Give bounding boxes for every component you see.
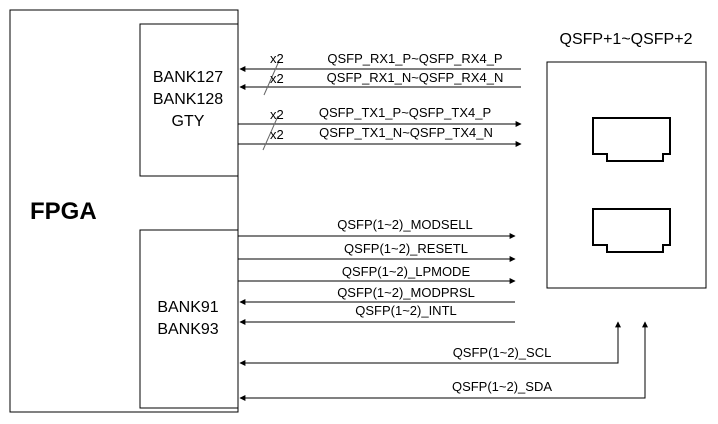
io-bank-label-2: BANK93	[157, 321, 218, 338]
signal-label-sda: QSFP(1~2)_SDA	[452, 379, 552, 394]
fpga-label: FPGA	[30, 198, 97, 225]
io-bank-block	[139, 229, 239, 409]
bus-width-label: x2	[270, 107, 284, 122]
bus-width-label: x2	[270, 51, 284, 66]
qsfp-title: QSFP+1~QSFP+2	[560, 31, 693, 48]
signal-line-scl	[239, 321, 621, 366]
signal-line-sda	[239, 321, 648, 401]
gty-bank-label-2: BANK128	[153, 91, 223, 108]
gty-bank-block	[139, 23, 239, 177]
signal-label-rx-n: QSFP_RX1_N~QSFP_RX4_N	[327, 70, 504, 85]
signal-label-tx-p: QSFP_TX1_P~QSFP_TX4_P	[319, 105, 491, 120]
qsfp-cage-icon	[592, 208, 671, 253]
io-bank-label-1: BANK91	[157, 299, 218, 316]
signal-label-intl: QSFP(1~2)_INTL	[355, 303, 457, 318]
bus-slash	[262, 115, 279, 151]
signal-label-tx-n: QSFP_TX1_N~QSFP_TX4_N	[319, 125, 493, 140]
gty-bank-label-1: BANK127	[153, 69, 223, 86]
signal-label-rx-p: QSFP_RX1_P~QSFP_RX4_P	[327, 51, 502, 66]
fpga-block	[9, 9, 239, 413]
signal-label-modsell: QSFP(1~2)_MODSELL	[337, 217, 472, 232]
signal-label-modprsl: QSFP(1~2)_MODPRSL	[337, 285, 475, 300]
qsfp-cage-icon	[592, 117, 671, 162]
bus-slash	[263, 60, 280, 96]
signal-label-lpmode: QSFP(1~2)_LPMODE	[342, 264, 471, 279]
qsfp-block	[546, 61, 707, 289]
signal-label-resetl: QSFP(1~2)_RESETL	[344, 241, 468, 256]
bus-width-label: x2	[270, 71, 284, 86]
gty-bank-label-3: GTY	[172, 113, 205, 130]
signal-label-scl: QSFP(1~2)_SCL	[453, 345, 552, 360]
bus-width-label: x2	[270, 127, 284, 142]
